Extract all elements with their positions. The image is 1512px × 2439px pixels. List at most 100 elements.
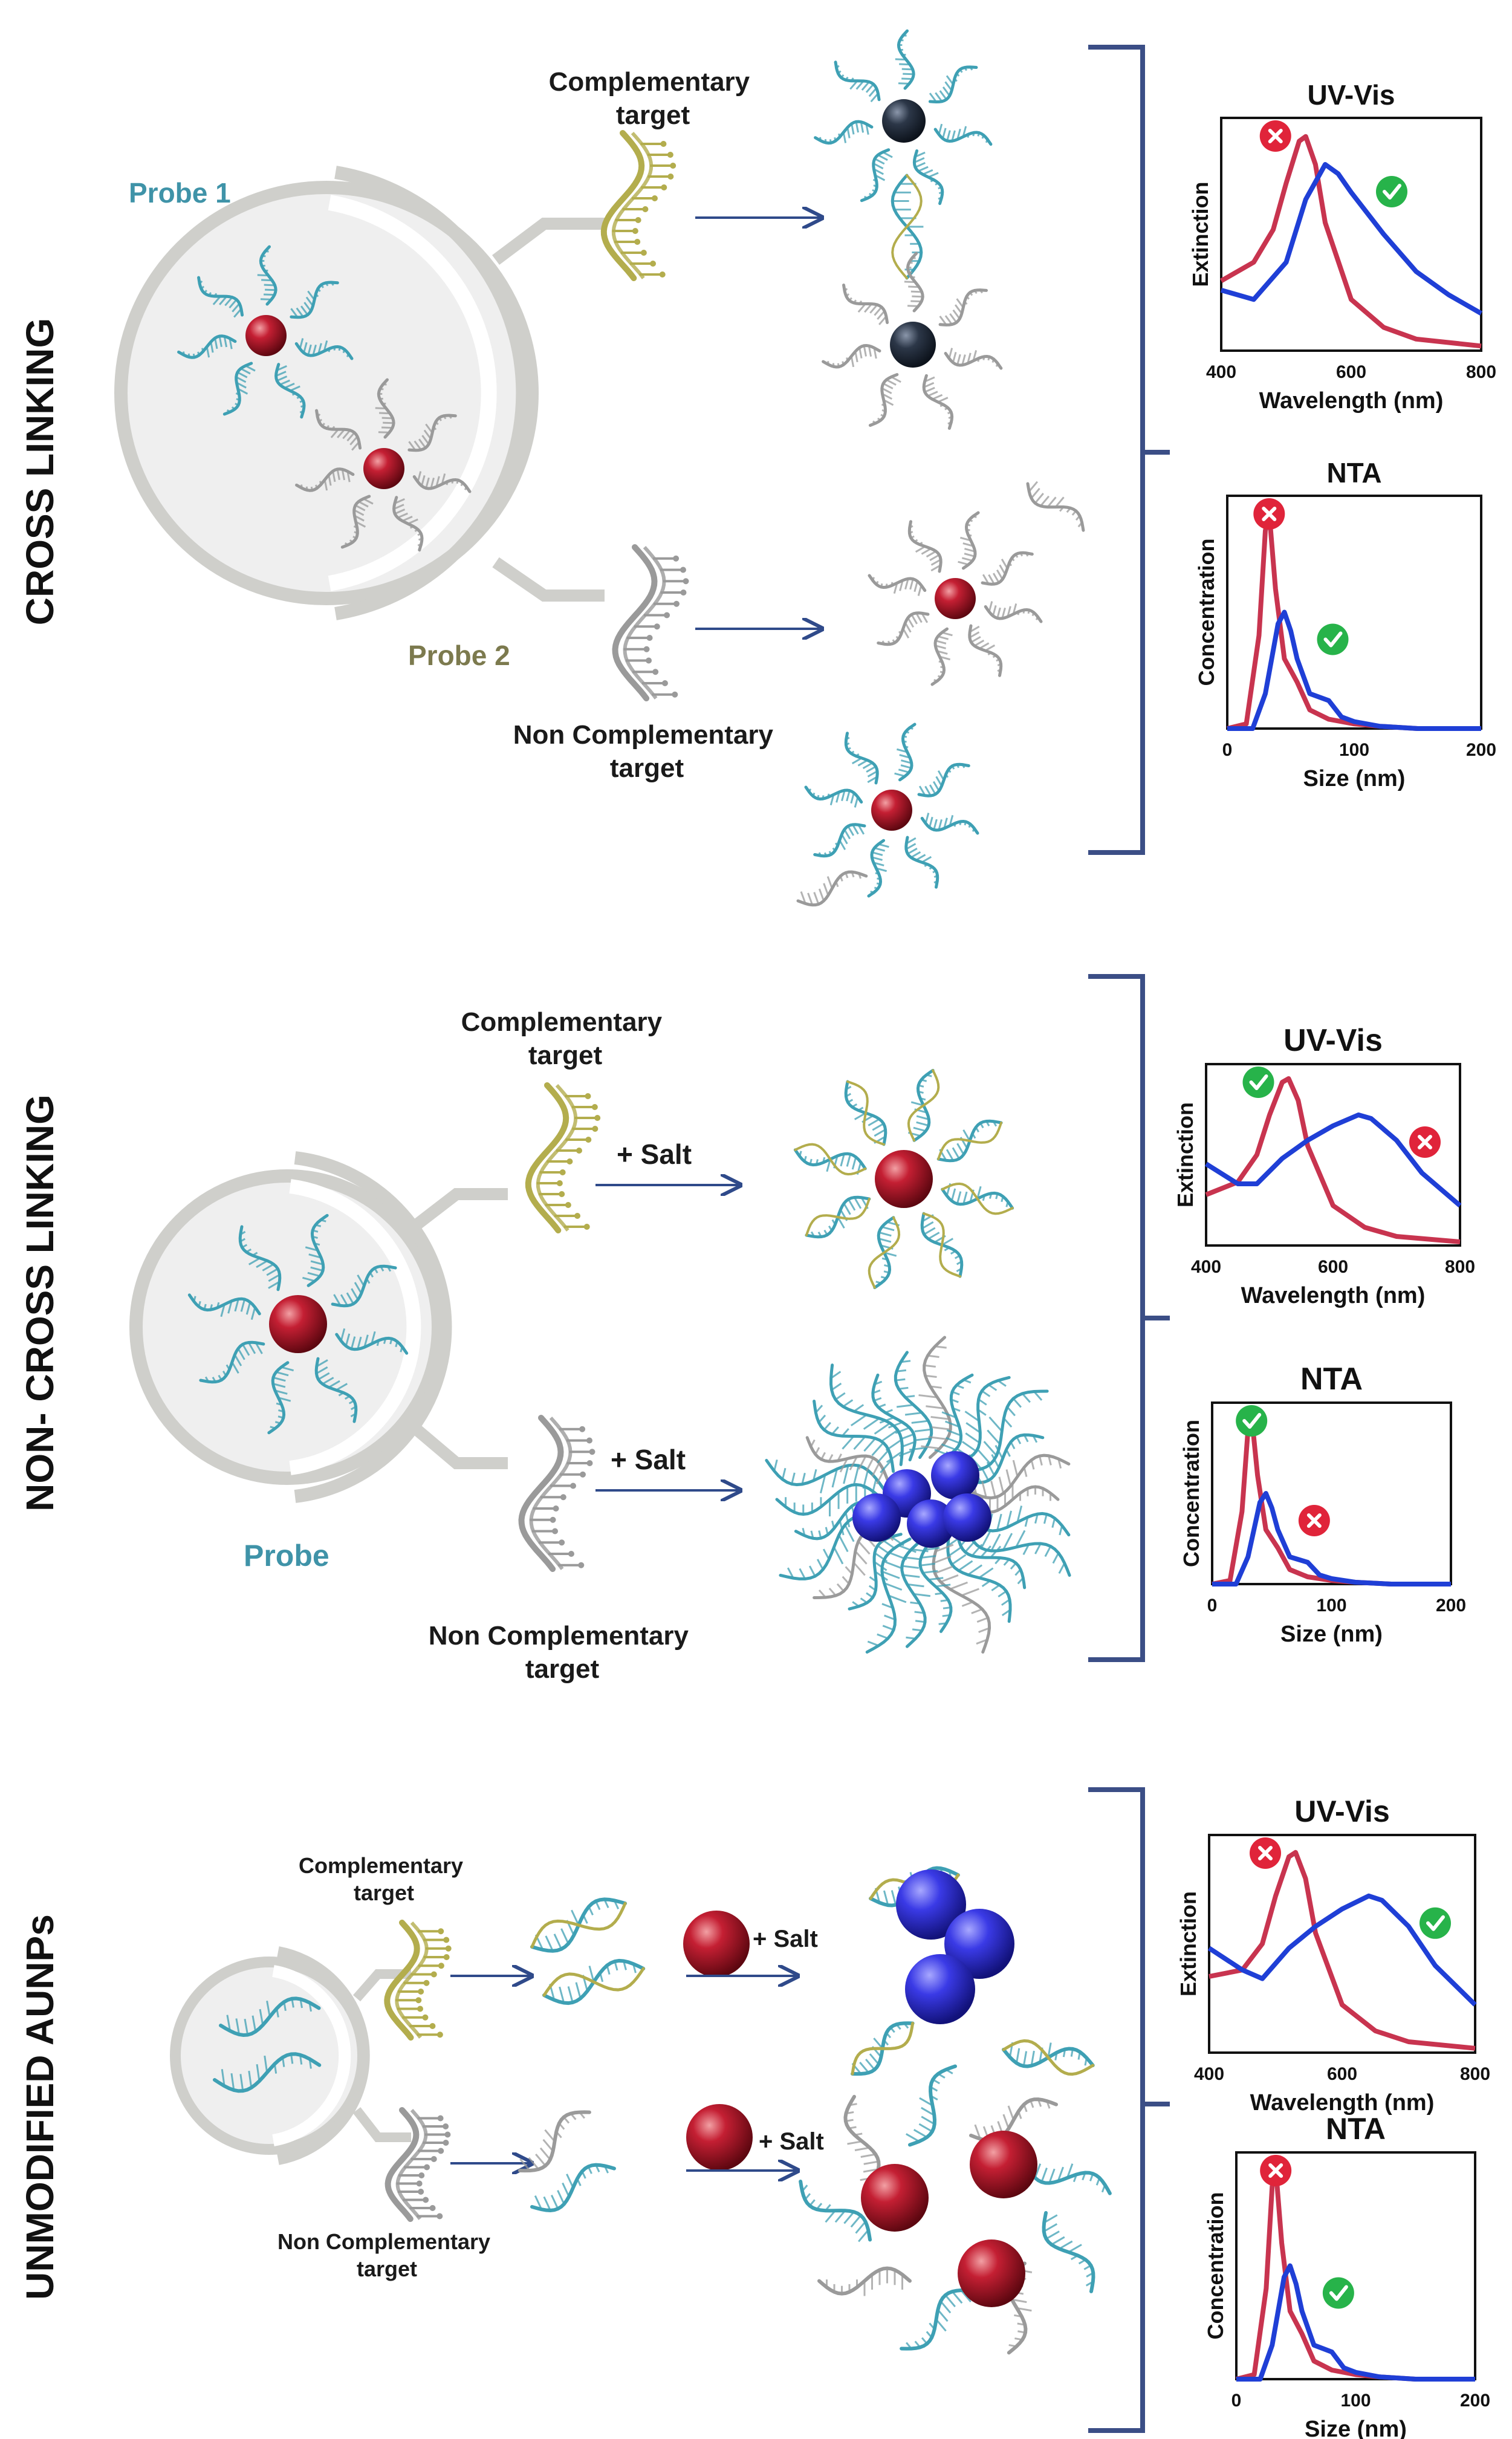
y-axis-label: Extinction — [1176, 1891, 1201, 1996]
y-axis-label: Extinction — [1188, 181, 1213, 287]
complementary-target-dna — [384, 1920, 452, 2041]
gold-nanoparticle-probe — [187, 1213, 409, 1435]
probe-strand — [867, 839, 889, 898]
probe-strand — [961, 1433, 1045, 1484]
x-axis-label: Wavelength (nm) — [1241, 1283, 1426, 1308]
probe-strand — [904, 836, 939, 889]
nanoparticle — [269, 1295, 327, 1353]
probe-strand — [187, 1293, 261, 1320]
chart-title: NTA — [1326, 457, 1381, 489]
probe-strand — [295, 467, 355, 492]
probe-strand — [981, 551, 1034, 586]
dsdna — [1002, 2039, 1095, 2076]
probe-strand — [813, 823, 866, 858]
probe-strand — [315, 409, 362, 451]
probe-strand — [392, 496, 424, 552]
aggregated-nanoparticle — [905, 1954, 975, 2024]
x-tick-label: 0 — [1222, 740, 1233, 760]
probe-strand — [920, 813, 979, 835]
probe-2-label: Probe 2 — [408, 640, 510, 671]
probe-strand — [294, 338, 354, 360]
probe-strand — [868, 574, 927, 596]
free-strand — [796, 870, 868, 907]
probe-strand — [335, 1328, 409, 1355]
non-complementary-target-label: Non Complementary target — [277, 2229, 496, 2281]
non-complementary-target-helix — [612, 544, 689, 701]
aggregated-nanoparticle — [944, 1909, 1014, 1979]
probe-ssdna — [213, 1996, 322, 2093]
aggregated-nanoparticle — [931, 1451, 979, 1499]
chart-title: UV-Vis — [1294, 1794, 1390, 1828]
dispersed-nanoparticle — [861, 2164, 929, 2232]
non-complementary-target-dna — [384, 2107, 451, 2222]
cross-icon — [1259, 120, 1291, 152]
x-tick-label: 100 — [1316, 1596, 1346, 1616]
y-axis-label: Concentration — [1179, 1420, 1204, 1567]
chart-frame — [1205, 1063, 1461, 1247]
x-axis-label: Wavelength (nm) — [1259, 388, 1444, 414]
x-tick-label: 0 — [1231, 2391, 1242, 2411]
probe-strand — [199, 1340, 265, 1384]
probe-strand — [267, 1361, 294, 1435]
probe-strand — [941, 1182, 1014, 1215]
probe-1-label: Probe 1 — [129, 177, 231, 209]
series-line-blue — [1204, 1112, 1462, 1208]
label-line: target — [616, 100, 690, 130]
free-strand — [1026, 481, 1085, 532]
x-tick-label: 400 — [1206, 362, 1236, 382]
nanoparticle — [935, 578, 976, 619]
series-line-blue — [1236, 2263, 1475, 2382]
salt-label: + Salt — [753, 1926, 818, 1952]
probe-strand — [804, 785, 863, 808]
cross-icon — [1250, 1837, 1281, 1869]
probe-strand — [842, 284, 889, 325]
x-tick-label: 200 — [1466, 740, 1496, 760]
aggregated-nanoparticle — [896, 1869, 966, 1940]
x-tick-label: 800 — [1466, 362, 1496, 382]
probe-strand — [340, 495, 374, 549]
probe-strand — [984, 601, 1043, 623]
x-axis-label: Size (nm) — [1305, 2417, 1407, 2439]
nanoparticle — [245, 315, 287, 356]
dispersed-nanoparticles — [799, 2064, 1112, 2355]
probe-strand — [933, 123, 993, 146]
probe-strand — [274, 363, 306, 419]
dispersed-nanoparticle — [958, 2239, 1025, 2307]
probe-strand — [944, 348, 1003, 370]
probe-strand — [834, 60, 881, 103]
hybridized-nanoparticle — [793, 1068, 1014, 1290]
y-axis-label: Extinction — [1173, 1102, 1198, 1207]
x-axis-label: Wavelength (nm) — [1250, 2090, 1435, 2116]
chart-title: NTA — [1326, 2112, 1386, 2146]
cross-linking-probe-circle — [114, 166, 605, 620]
complementary-target-dna — [600, 130, 677, 281]
aggregated-nanoparticle — [943, 1493, 991, 1542]
chart-title: NTA — [1300, 1362, 1363, 1397]
gold-nanoparticle-probe2 — [295, 378, 472, 552]
probe-strand — [805, 1436, 889, 1485]
ssdna — [799, 2180, 872, 2243]
check-icon — [1420, 1907, 1451, 1939]
nanoparticle — [882, 99, 926, 143]
section-title-cross-linking: CROSS LINKING — [18, 318, 62, 625]
section-title-unmodified-aunps: UNMODIFIED AUNPs — [18, 1914, 62, 2300]
ssdna — [1042, 2211, 1095, 2293]
complementary-target-helix — [600, 130, 677, 281]
check-icon — [1236, 1405, 1268, 1437]
probe-strand — [946, 1533, 1012, 1623]
probe-strand — [844, 732, 879, 785]
ssdna — [530, 2163, 616, 2212]
section-bracket — [1088, 1787, 1170, 2433]
gold-nanoparticle — [683, 1911, 750, 1977]
dispersed-nanoparticle — [970, 2131, 1037, 2198]
check-icon — [1376, 176, 1407, 207]
x-tick-label: 600 — [1336, 362, 1366, 382]
linker-dsdna — [891, 174, 924, 280]
cross-icon — [1260, 2155, 1292, 2186]
probe-strand — [868, 373, 901, 427]
probe-strand — [331, 1264, 397, 1308]
check-icon — [1317, 623, 1349, 655]
series-line-red — [1205, 1076, 1461, 1244]
series-line-blue — [1227, 609, 1481, 731]
